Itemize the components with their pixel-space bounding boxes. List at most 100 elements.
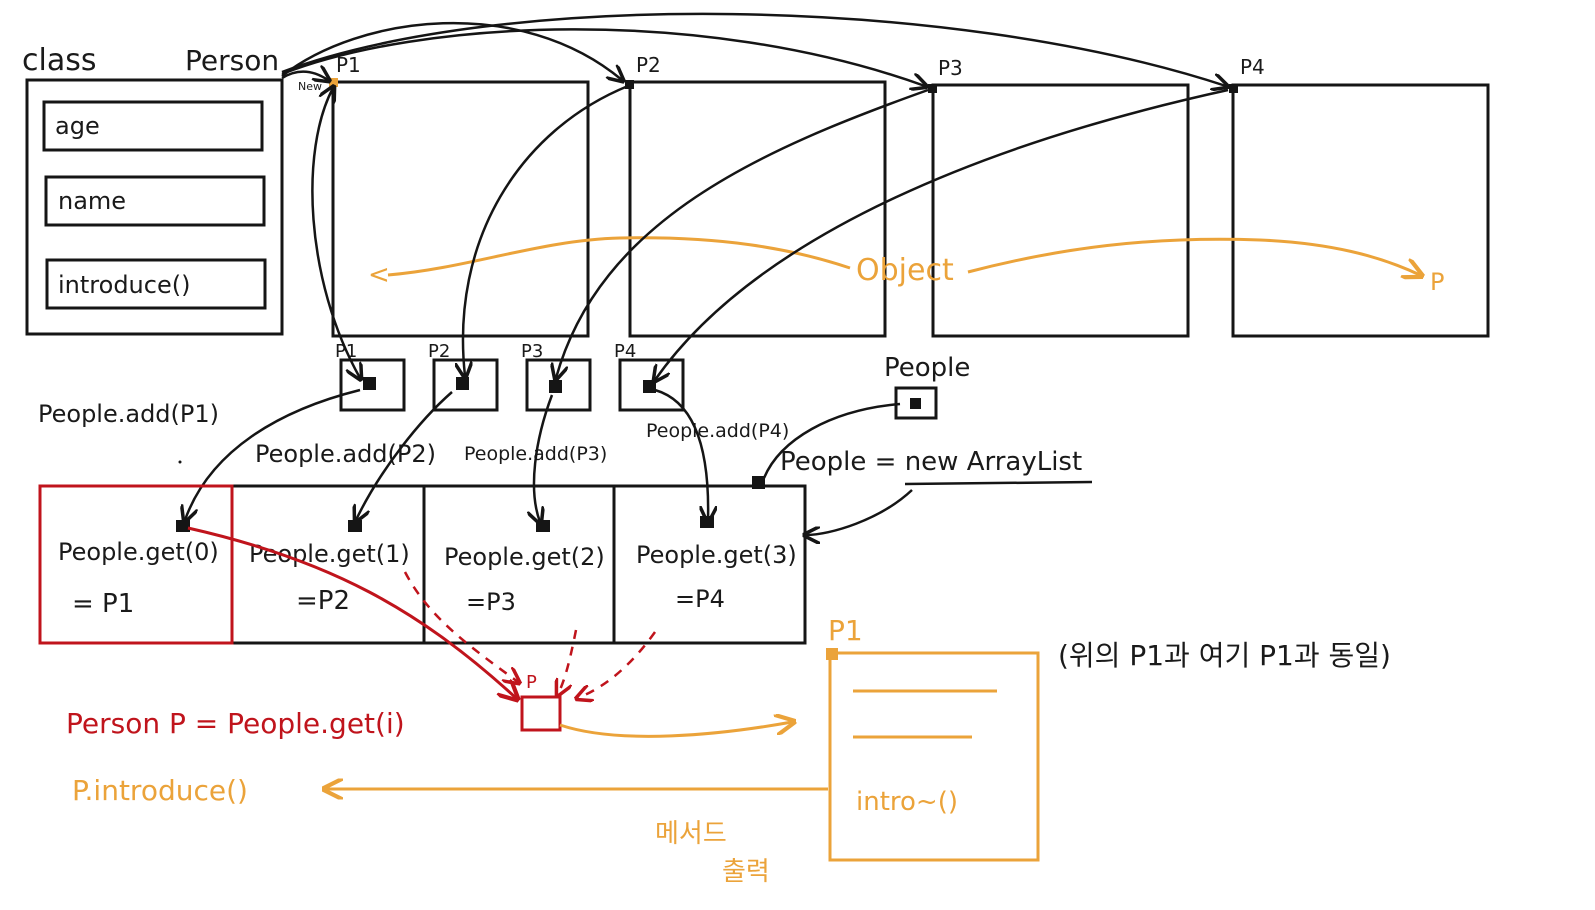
- field-introduce: introduce(): [58, 271, 190, 299]
- loop-box: [520, 695, 562, 732]
- people-variable: People People = new ArrayList: [762, 353, 1093, 535]
- method-caption-1: 메서드: [655, 819, 727, 849]
- object-box-p4: [1231, 83, 1490, 338]
- arrow-p1-ref: [311, 88, 360, 378]
- p2-anchor-dot: [625, 80, 634, 89]
- add-call-p4: People.add(P4): [646, 420, 789, 442]
- arrow-p4-ref: [655, 88, 1229, 380]
- object-span-label: Object: [856, 253, 954, 288]
- cell-dot-0: [176, 520, 190, 532]
- loop-box-label: P: [526, 672, 537, 693]
- method-caption-2: 출력: [722, 857, 770, 887]
- ref-label-p4: P4: [614, 341, 636, 362]
- loop-variable: P Person P = People.get(i) P.introduce(): [66, 526, 828, 807]
- arraylist-arrow: [806, 489, 913, 535]
- object-box-p2: [628, 80, 887, 338]
- p1-detail-label: P1: [828, 614, 863, 647]
- arrow-class-to-p3: [281, 28, 925, 86]
- get-arrow-dash-2: [558, 629, 578, 694]
- list-val-3: =P4: [675, 585, 725, 613]
- ref-dot-p1: [363, 377, 376, 390]
- loop-statement: Person P = People.get(i): [66, 707, 405, 740]
- add-arrow-p4: [654, 388, 708, 520]
- class-keyword: class: [22, 43, 96, 78]
- object-span-right-curve: [967, 237, 1420, 275]
- field-age: age: [55, 112, 100, 140]
- p3-anchor-dot: [928, 84, 937, 93]
- arrow-class-to-p1: [281, 72, 328, 81]
- p1-detail-box: [828, 651, 1040, 862]
- ref-dot-p4: [643, 380, 656, 393]
- get-arrow-dash-3: [578, 631, 657, 698]
- object-label-p3: P3: [938, 56, 963, 80]
- list-val-2: =P3: [466, 588, 516, 616]
- list-val-1: =P2: [296, 586, 350, 616]
- add-arrow-p3: [534, 394, 554, 522]
- ref-box-p2: [432, 358, 499, 412]
- list-get-3: People.get(3): [636, 541, 797, 569]
- cell-dot-3: [700, 516, 714, 528]
- p1-detail: P1 intro~() (위의 P1과 여기 P1과 동일) 메서드 출력: [655, 614, 1391, 887]
- cell-dot-1: [348, 520, 362, 532]
- p1-note: (위의 P1과 여기 P1과 동일): [1058, 639, 1391, 672]
- add-arrow-p2: [356, 391, 453, 520]
- loop-call: P.introduce(): [72, 774, 248, 807]
- list-val-0: = P1: [72, 589, 134, 619]
- list-get-1: People.get(1): [249, 540, 410, 568]
- object-label-p2: P2: [636, 53, 661, 77]
- ref-dot-p2: [456, 377, 469, 390]
- ref-box-p1: [339, 358, 406, 412]
- object-box-p3: [931, 83, 1190, 338]
- ref-dot-p3: [549, 380, 562, 393]
- people-to-list-arrow: [762, 402, 901, 479]
- loop-to-detail-arrow: [559, 722, 792, 738]
- class-name: Person: [185, 44, 279, 77]
- instantiation-arrows: [281, 12, 1226, 86]
- new-label: New: [298, 80, 322, 93]
- arrow-p2-ref: [463, 84, 629, 376]
- ref-box-p3: [525, 358, 592, 412]
- add-calls: People.add(P1) People.add(P2) People.add…: [38, 388, 789, 522]
- list-cell-3: [612, 484, 807, 645]
- field-box-name: [44, 175, 266, 227]
- arrow-class-to-p2: [281, 21, 622, 80]
- object-span-right-end: P: [1430, 268, 1444, 296]
- people-var-box: [894, 386, 938, 420]
- p1-method: intro~(): [856, 787, 958, 817]
- field-box-age: [42, 100, 264, 152]
- object-label-p1: P1: [336, 53, 361, 77]
- arrow-p3-ref: [556, 88, 929, 378]
- arraylist: People.get(0) = P1 People.get(1) =P2 Peo…: [38, 476, 807, 645]
- list-get-0: People.get(0): [58, 538, 219, 566]
- people-var-label: People: [884, 353, 970, 383]
- ref-label-p2: P2: [428, 341, 450, 362]
- stray-dot: [178, 460, 182, 464]
- get-arrow-solid: [187, 526, 516, 698]
- add-call-p2: People.add(P2): [255, 440, 436, 468]
- object-span-left-end: <: [368, 260, 390, 290]
- cell-dot-2: [536, 520, 550, 532]
- reference-arrows: [311, 84, 1229, 380]
- add-call-p1: People.add(P1): [38, 400, 219, 428]
- people-assign: People = new ArrayList: [780, 447, 1082, 477]
- object-span: < Object P: [368, 236, 1444, 296]
- object-instances: P1 P2 P3 P4 New: [298, 53, 1490, 338]
- people-assign-underline: [904, 480, 1093, 486]
- reference-boxes: P1 P2 P3 P4: [335, 341, 685, 412]
- object-box-p1: [331, 80, 590, 338]
- list-cell-0: [38, 484, 234, 645]
- list-start-dot: [752, 476, 765, 489]
- arrow-class-to-p4: [281, 12, 1226, 86]
- ref-label-p3: P3: [521, 341, 543, 362]
- field-box-introduce: [45, 258, 267, 310]
- ref-box-p4: [618, 358, 685, 412]
- get-arrow-dash-1: [403, 571, 518, 682]
- p1-anchor-dot: [329, 78, 338, 87]
- class-frame: [25, 78, 284, 336]
- people-var-dot: [910, 398, 921, 409]
- object-label-p4: P4: [1240, 55, 1265, 79]
- field-name: name: [58, 187, 126, 215]
- p4-anchor-dot: [1229, 84, 1238, 93]
- list-get-2: People.get(2): [444, 543, 605, 571]
- object-span-left-curve: [387, 236, 851, 277]
